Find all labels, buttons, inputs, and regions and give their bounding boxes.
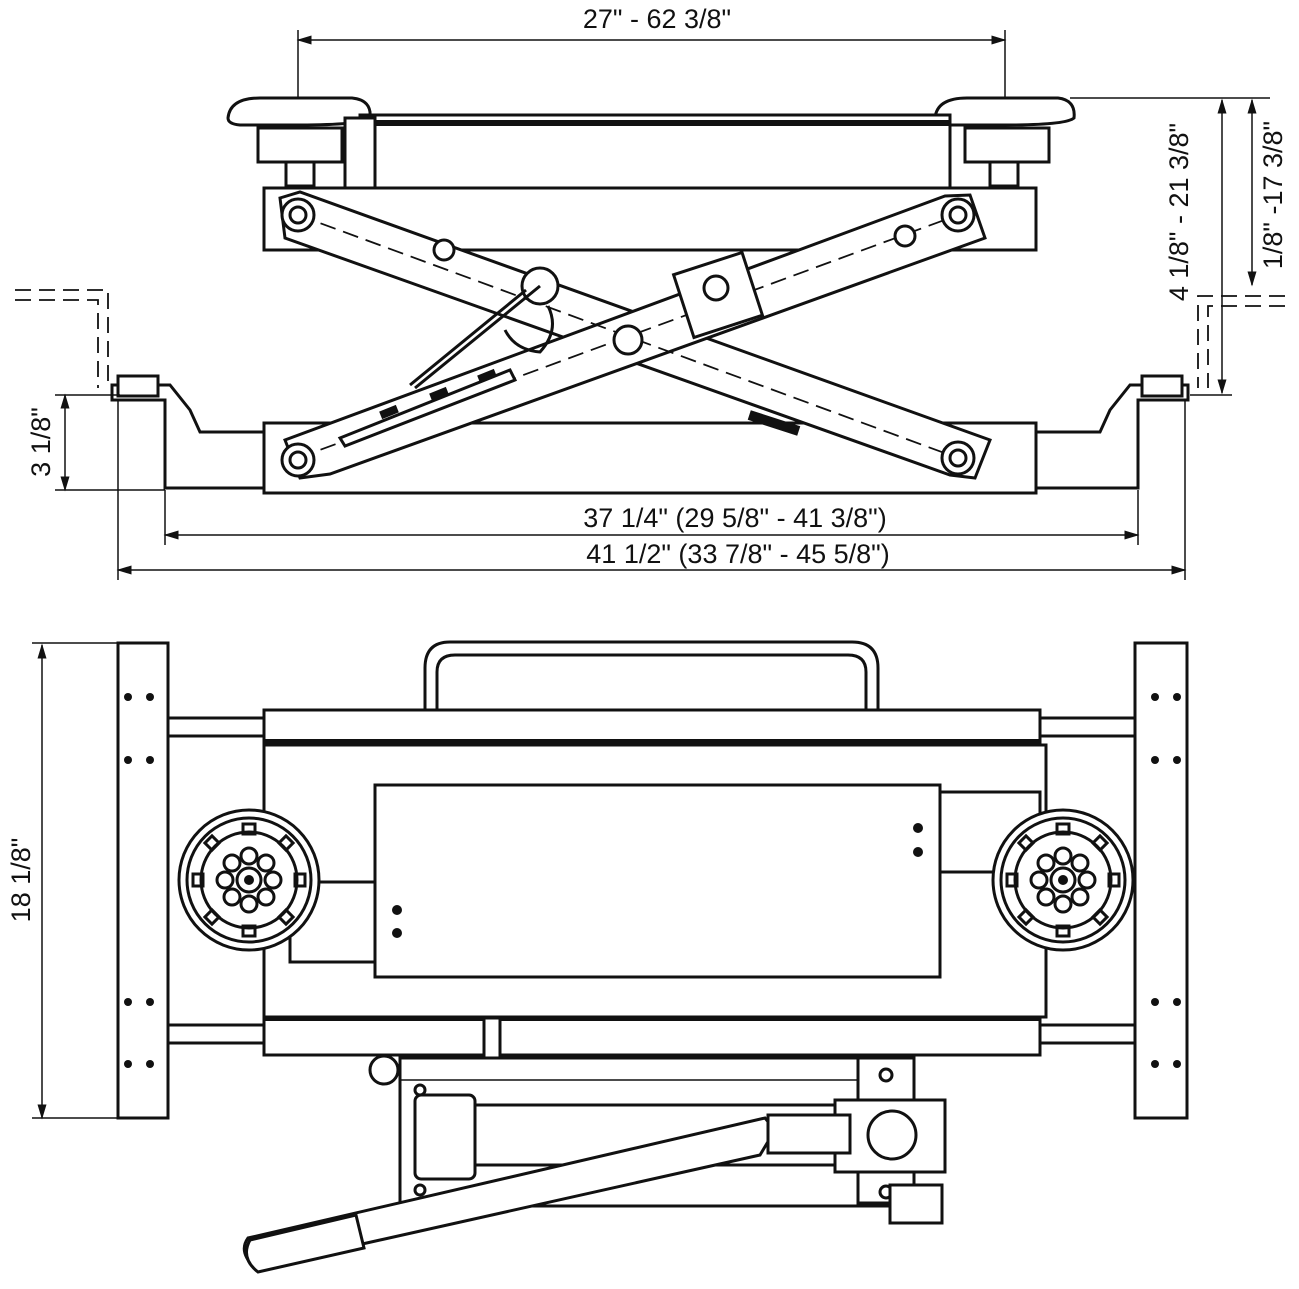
left-runner: [116, 641, 170, 1120]
left-rubber-pad: [177, 808, 321, 952]
right-runner: [1133, 641, 1189, 1120]
release-knob: [888, 1183, 944, 1225]
ratchet-bar: [337, 368, 518, 448]
right-base-runner: [1034, 383, 1190, 490]
lift-height-a-label: 4 1/8" - 21 3/8": [1164, 123, 1194, 301]
pump-reservoir: [413, 1093, 477, 1181]
lifting-platform: [373, 783, 942, 979]
side-view: 27" - 62 3/8" 37 1/4" (29 5/8" - 41 3/8"…: [15, 4, 1288, 580]
lift-height-b-label: 1/8" -17 3/8": [1258, 121, 1288, 269]
outer-width-label: 41 1/2" (33 7/8" - 45 5/8"): [586, 539, 889, 569]
right-saddle-pad: [933, 96, 1076, 127]
left-base-runner: [110, 383, 266, 490]
top-view: 18 1/8": [6, 640, 1189, 1274]
right-rubber-pad: [991, 808, 1135, 952]
inner-width-label: 37 1/4" (29 5/8" - 41 3/8"): [583, 503, 886, 533]
handle-grip: [244, 1213, 366, 1274]
top-span-label: 27" - 62 3/8": [583, 4, 731, 34]
carry-handle: [423, 640, 880, 710]
depth-label: 18 1/8": [6, 838, 36, 923]
center-pivot: [612, 324, 644, 356]
base-height-label: 3 1/8": [26, 407, 56, 477]
top-rail: [358, 113, 952, 192]
